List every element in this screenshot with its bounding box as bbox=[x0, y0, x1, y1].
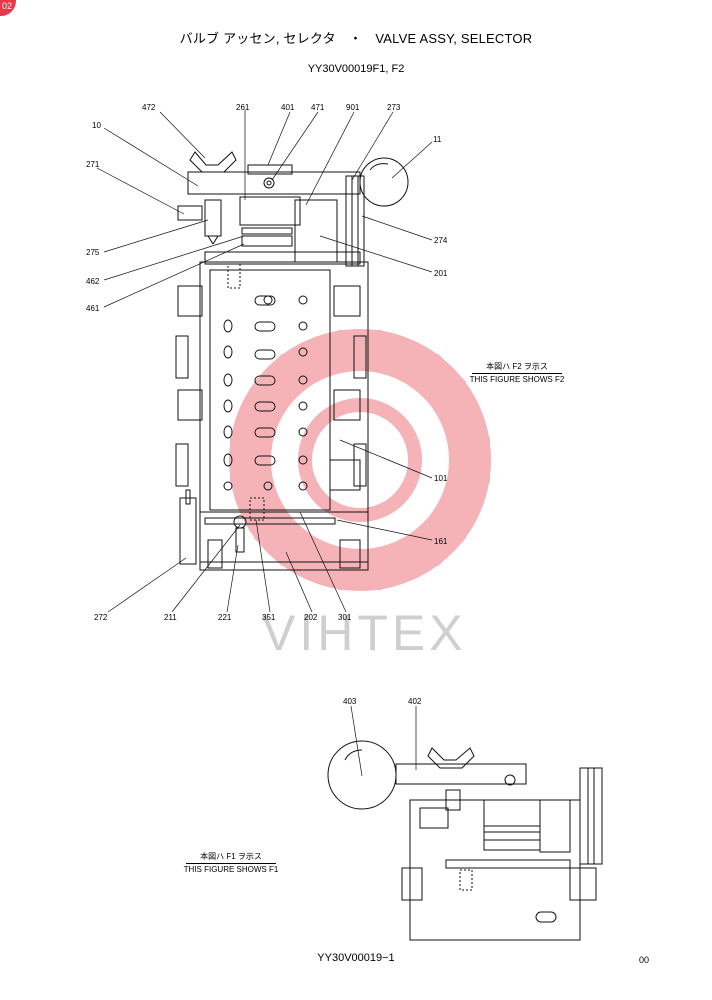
callout-471: 471 bbox=[311, 103, 325, 112]
callout-202: 202 bbox=[304, 613, 318, 622]
callout-901: 901 bbox=[346, 103, 360, 112]
callout-462: 462 bbox=[86, 277, 100, 286]
figure-note-f2: 本図ハ F2 ヲ示ス THIS FIGURE SHOWS F2 bbox=[452, 361, 582, 386]
callout-10: 10 bbox=[92, 121, 101, 130]
figure-note-f1-en: THIS FIGURE SHOWS F1 bbox=[183, 865, 279, 874]
figure-note-f1: 本図ハ F1 ヲ示ス THIS FIGURE SHOWS F1 bbox=[166, 851, 296, 876]
callout-275: 275 bbox=[86, 248, 100, 257]
callout-351: 351 bbox=[262, 613, 276, 622]
callout-221: 221 bbox=[218, 613, 232, 622]
callout-201: 201 bbox=[434, 269, 448, 278]
callout-271: 271 bbox=[86, 160, 100, 169]
callout-472: 472 bbox=[142, 103, 156, 112]
figure-note-f1-jp: 本図ハ F1 ヲ示ス bbox=[186, 851, 276, 864]
drawing-code: YY30V00019−1 bbox=[317, 952, 395, 964]
part-number-subtitle: YY30V00019F1, F2 bbox=[307, 63, 405, 75]
callout-211: 211 bbox=[164, 613, 177, 622]
watermark-logo: VIHTEX bbox=[262, 605, 467, 661]
callout-272: 272 bbox=[94, 613, 108, 622]
figure-note-f2-jp: 本図ハ F2 ヲ示ス bbox=[472, 361, 562, 374]
callout-401: 401 bbox=[281, 103, 295, 112]
f2-leader-lines bbox=[96, 110, 433, 613]
f2-callouts: 472 261 401 471 901 273 10 11 271 274 27… bbox=[86, 103, 448, 622]
callout-403: 403 bbox=[343, 697, 357, 706]
f1-assembly-drawing bbox=[327, 740, 603, 941]
callout-101: 101 bbox=[434, 474, 448, 483]
page-title: バルブ アッセン, セレクタ ・ VALVE ASSY, SELECTOR bbox=[179, 31, 533, 46]
f1-leader-lines bbox=[350, 705, 417, 777]
callout-274: 274 bbox=[434, 236, 448, 245]
f2-assembly-drawing bbox=[175, 151, 409, 571]
callout-461: 461 bbox=[86, 304, 100, 313]
page-number: 00 bbox=[639, 955, 650, 965]
callout-402: 402 bbox=[408, 697, 422, 706]
callout-301: 301 bbox=[338, 613, 352, 622]
callout-273: 273 bbox=[387, 103, 401, 112]
callout-261: 261 bbox=[236, 103, 250, 112]
figure-note-f2-en: THIS FIGURE SHOWS F2 bbox=[469, 375, 565, 384]
f1-callouts: 403 402 bbox=[343, 697, 422, 706]
callout-161: 161 bbox=[434, 537, 448, 546]
callout-11: 11 bbox=[433, 135, 442, 144]
